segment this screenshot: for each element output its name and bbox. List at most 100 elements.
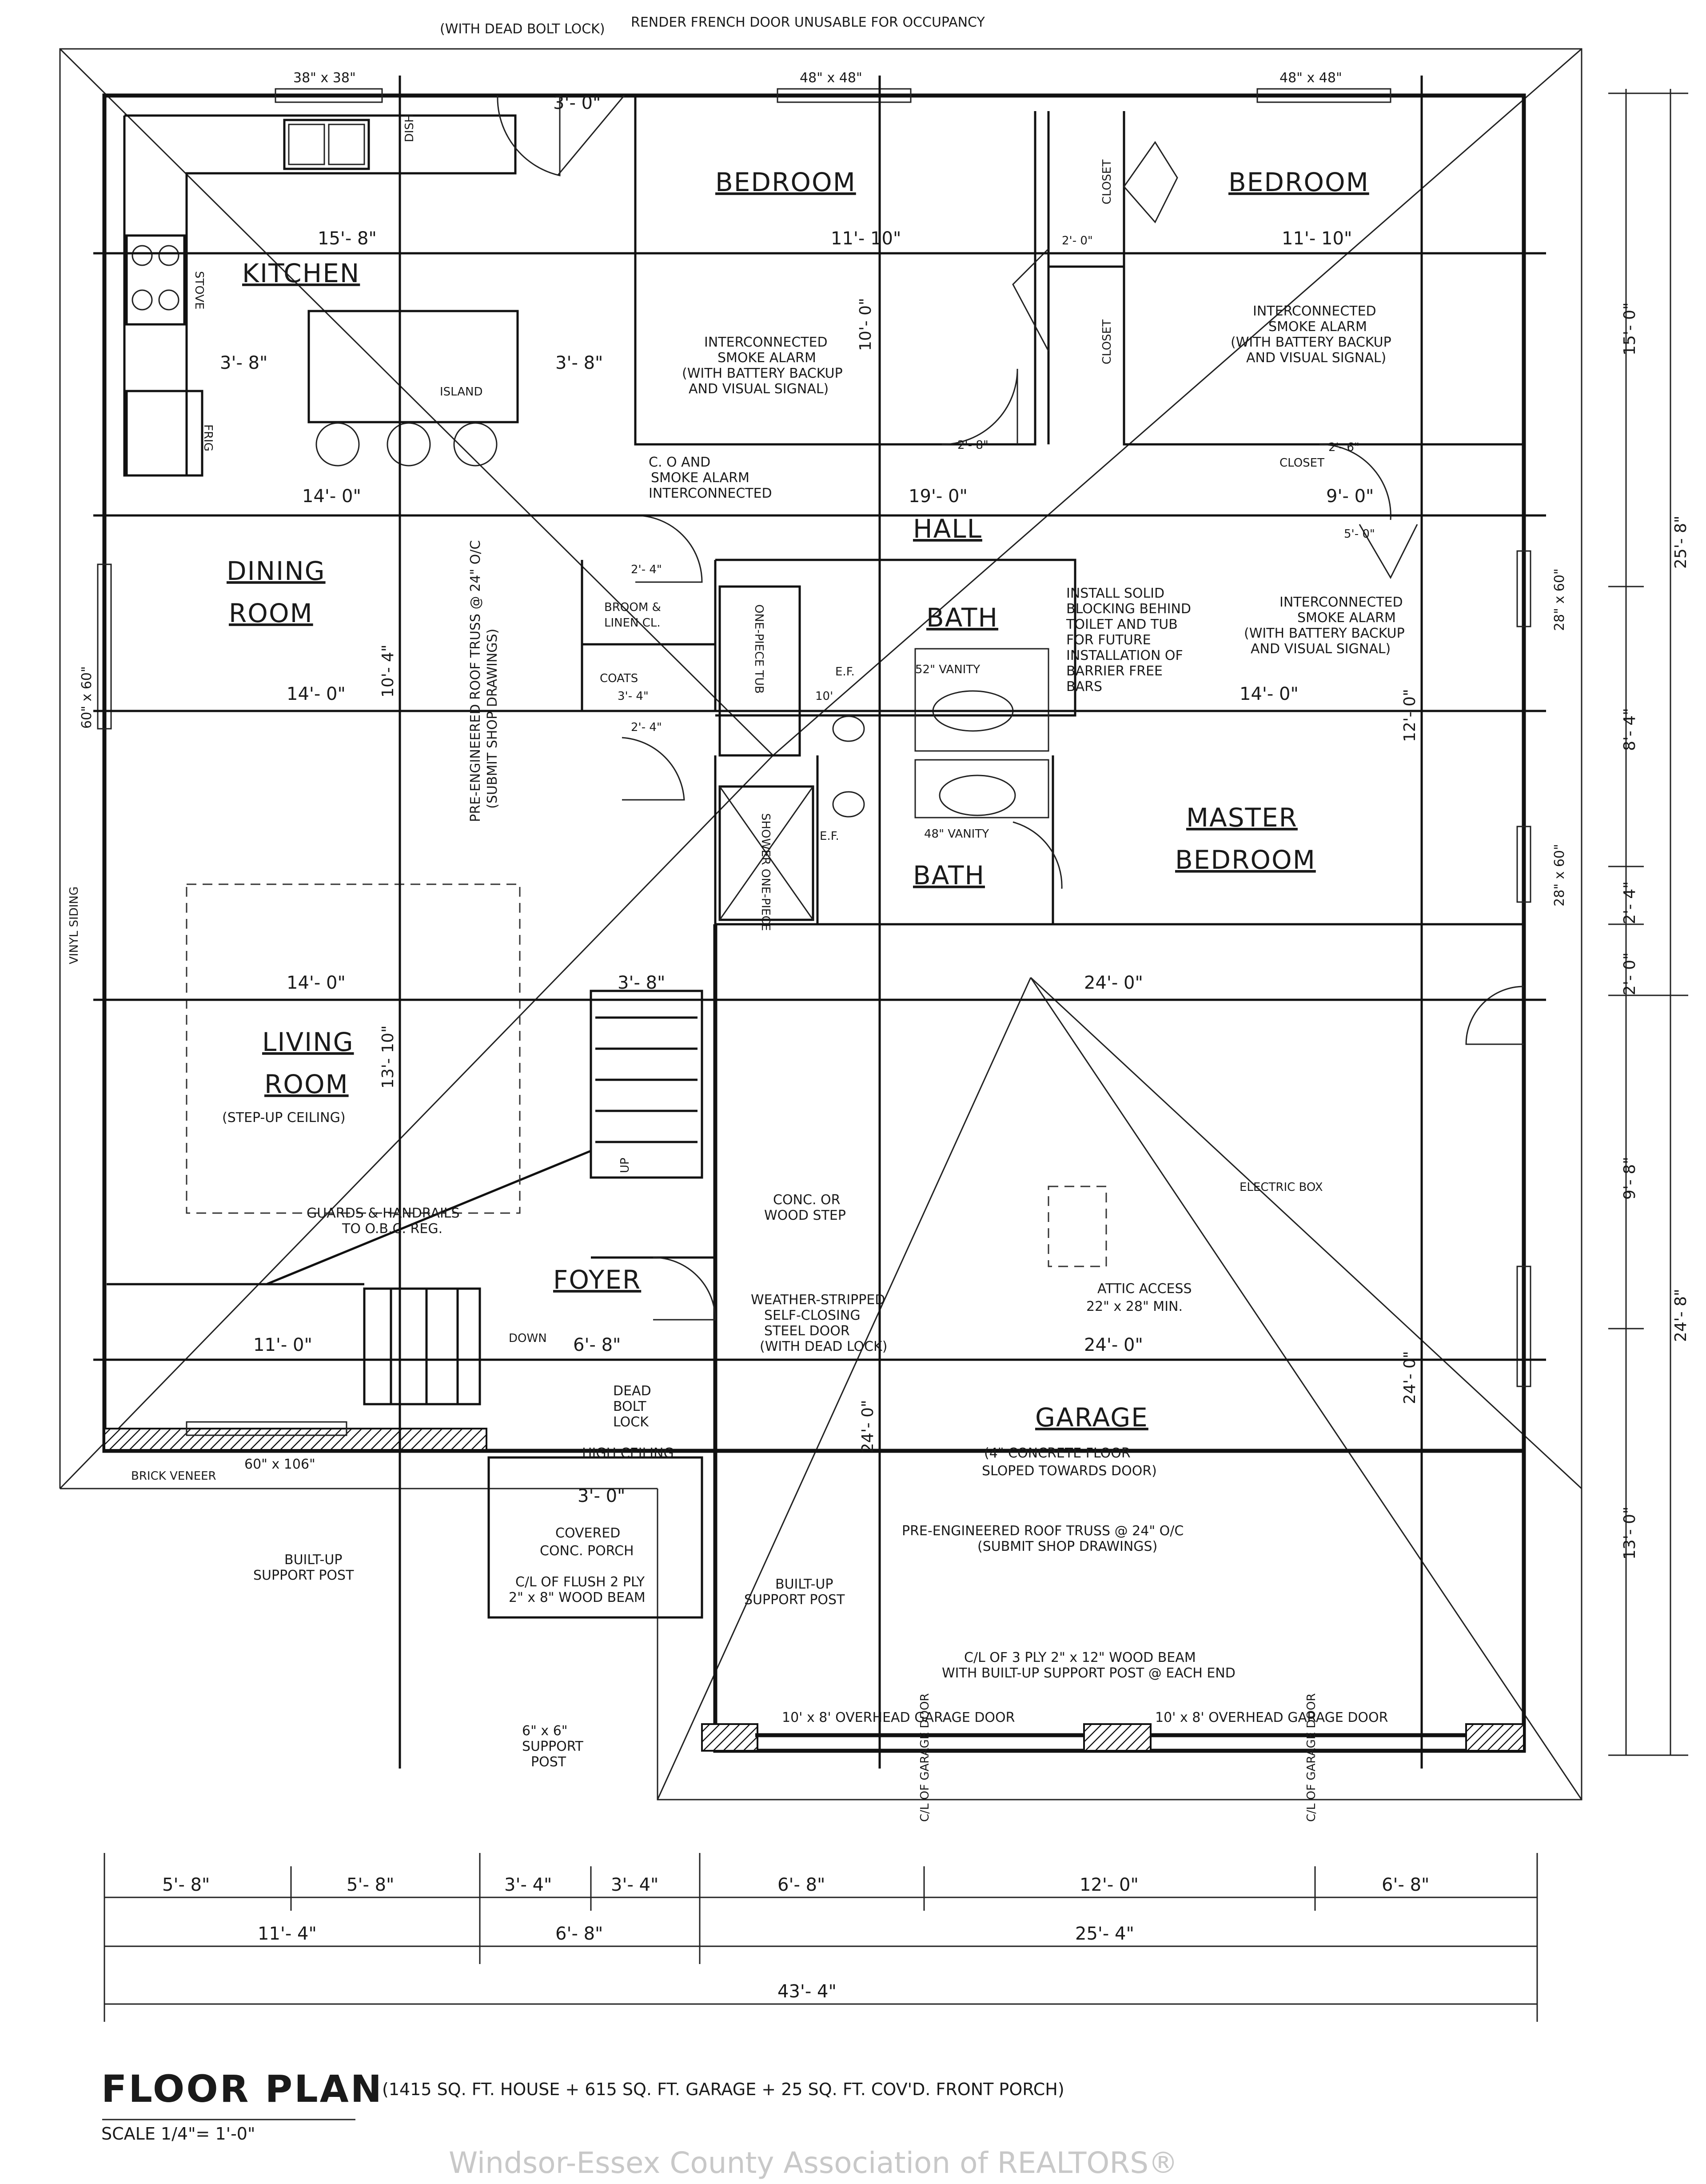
window-label-2: 48" x 48" xyxy=(800,70,862,86)
plan-scale: SCALE 1/4"= 1'-0" xyxy=(101,2124,255,2144)
living-subtitle: (STEP-UP CEILING) xyxy=(222,1110,346,1126)
dim-closet-2-6: 2'- 6" xyxy=(1328,441,1359,454)
room-foyer: FOYER xyxy=(553,1265,641,1295)
dim-right-5: 2'- 0" xyxy=(1621,952,1639,995)
smoke-alarm-note-3: INTERCONNECTED SMOKE ALARM (WITH BATTERY… xyxy=(1244,595,1409,657)
room-living-1: LIVING xyxy=(262,1027,354,1057)
annotation-notes: INTERCONNECTED SMOKE ALARM (WITH BATTERY… xyxy=(253,303,1409,1822)
dim-bottom-2-2: 6'- 8" xyxy=(555,1924,603,1944)
vinyl-siding-label: VINYL SIDING xyxy=(68,886,81,964)
dim-front-door: 3'- 0" xyxy=(553,93,601,113)
wood-beam-note: C/L OF 3 PLY 2" x 12" WOOD BEAM WITH BUI… xyxy=(942,1650,1236,1681)
window-label-3: 48" x 48" xyxy=(1280,70,1342,86)
coats-label: COATS xyxy=(600,672,638,685)
dim-foyer-width: 6'- 8" xyxy=(573,1335,621,1355)
room-living-2: ROOM xyxy=(264,1069,349,1099)
bath-fixtures xyxy=(718,585,1049,921)
smoke-alarm-note-2: INTERCONNECTED SMOKE ALARM (WITH BATTERY… xyxy=(1231,303,1395,366)
garage-sub-1: (4" CONCRETE FLOOR xyxy=(984,1445,1131,1461)
room-bedroom-2: BEDROOM xyxy=(1228,167,1369,197)
dim-right-2: 25'- 8" xyxy=(1672,515,1690,569)
dim-living-depth: 13'- 10" xyxy=(379,1025,397,1089)
dim-bottom-1-7: 6'- 8" xyxy=(1382,1875,1429,1895)
dim-garage-depth: 24'- 0" xyxy=(859,1400,877,1453)
room-master-1: MASTER xyxy=(1186,803,1298,833)
watermark: Windsor-Essex County Association of REAL… xyxy=(449,2146,1178,2180)
roof-overhang-outline xyxy=(59,48,1582,1801)
interior-dimensions: 15'- 8" 11'- 10" 11'- 10" 10'- 0" 3'- 8"… xyxy=(220,93,1419,1506)
deadbolt-note: DEAD BOLT LOCK xyxy=(613,1383,655,1430)
top-notes: (WITH DEAD BOLT LOCK) RENDER FRENCH DOOR… xyxy=(440,15,985,37)
room-dining-2: ROOM xyxy=(229,598,313,628)
tub-label: ONE-PIECE TUB xyxy=(752,604,765,694)
dim-bottom-1-5: 6'- 8" xyxy=(777,1875,825,1895)
support-post-note: 6" x 6" SUPPORT POST xyxy=(522,1723,587,1770)
high-ceiling-note: HIGH CEILING xyxy=(582,1445,674,1461)
dim-kitchen-3-8-b: 3'- 8" xyxy=(555,353,603,373)
room-master-2: BEDROOM xyxy=(1175,845,1316,875)
windows xyxy=(97,88,1531,1436)
dim-right-6: 9'- 8" xyxy=(1621,1157,1639,1200)
closet-label-2: CLOSET xyxy=(1100,319,1114,364)
dim-bottom-1-1: 5'- 8" xyxy=(162,1875,210,1895)
door-swings xyxy=(497,95,1524,1321)
overhead-door-note-2: 10' x 8' OVERHEAD GARAGE DOOR xyxy=(1155,1710,1388,1725)
right-dimension-labels: 15'- 0" 25'- 8" 8'- 4" 2'- 4" 2'- 0" 9'-… xyxy=(1621,302,1690,1560)
dim-dining-width: 14'- 0" xyxy=(302,486,361,507)
dim-right-8: 13'- 0" xyxy=(1621,1506,1639,1560)
room-labels: KITCHEN BEDROOM BEDROOM DINING ROOM HALL… xyxy=(222,167,1369,1559)
up-label: UP xyxy=(618,1158,632,1173)
dim-right-7: 24'- 8" xyxy=(1672,1289,1690,1342)
dim-right-3: 8'- 4" xyxy=(1621,708,1639,751)
closet-label-1: CLOSET xyxy=(1100,160,1114,204)
dim-bedroom-depth: 10'- 0" xyxy=(857,298,875,351)
guards-note: GUARDS & HANDRAILS TO O.B.C. REG. xyxy=(307,1206,464,1237)
dim-dining-depth: 10'- 4" xyxy=(379,644,397,698)
right-dimension-chain xyxy=(1608,89,1688,1756)
dim-closet-2-8: 2'- 8" xyxy=(957,439,989,452)
garage-door-centerline-2: C/L OF GARAGE DOOR xyxy=(1305,1693,1318,1822)
closet-label-3: CLOSET xyxy=(1280,456,1324,470)
blocking-note: INSTALL SOLID BLOCKING BEHIND TOILET AND… xyxy=(1066,586,1196,695)
dim-garage-width-2: 24'- 0" xyxy=(1084,1335,1143,1355)
dim-bedroom-1-width: 11'- 10" xyxy=(831,228,901,249)
room-garage: GARAGE xyxy=(1035,1402,1148,1433)
garage-sub-2: SLOPED TOWARDS DOOR) xyxy=(982,1463,1157,1479)
window-label-4: 28" x 60" xyxy=(1552,568,1567,631)
linen-label: LINEN CL. xyxy=(604,616,661,630)
dim-living-width: 14'- 0" xyxy=(287,973,346,993)
dim-bottom-total: 43'- 4" xyxy=(777,1981,837,2002)
porch-2: CONC. PORCH xyxy=(540,1543,634,1559)
vanity-label-2: 48" VANITY xyxy=(924,827,989,841)
room-bath-1: BATH xyxy=(926,603,998,633)
down-label: DOWN xyxy=(509,1332,547,1345)
dim-foyer-length: 11'- 0" xyxy=(253,1335,312,1355)
dim-closet-5-0: 5'- 0" xyxy=(1344,527,1375,541)
dim-kitchen-width: 15'- 8" xyxy=(318,228,377,249)
room-kitchen: KITCHEN xyxy=(242,258,360,288)
dish-label: DISH xyxy=(403,114,416,142)
door-note: (WITH DEAD BOLT LOCK) xyxy=(440,21,605,37)
house-truss-note: PRE-ENGINEERED ROOF TRUSS @ 24" O/C (SUB… xyxy=(468,536,500,822)
dim-bottom-2-3: 25'- 4" xyxy=(1075,1924,1134,1944)
window-labels: 38" x 38" 48" x 48" 48" x 48" 28" x 60" … xyxy=(79,70,1567,1472)
dim-coat-closet: 2'- 4" xyxy=(631,721,662,734)
title-block: FLOOR PLAN (1415 SQ. FT. HOUSE + 615 SQ.… xyxy=(101,2067,1178,2180)
dim-porch-width: 3'- 0" xyxy=(578,1486,625,1506)
dim-right-4: 2'- 4" xyxy=(1621,881,1639,924)
broom-label: BROOM & xyxy=(604,601,661,614)
dim-bottom-2-1: 11'- 4" xyxy=(258,1924,317,1944)
bottom-dimension-labels: 5'- 8" 5'- 8" 3'- 4" 3'- 4" 6'- 8" 12'- … xyxy=(162,1875,1429,2002)
dim-coats-width: 3'- 4" xyxy=(618,690,649,703)
built-up-post-note-1: BUILT-UP SUPPORT POST xyxy=(253,1552,354,1583)
smoke-alarm-note-1: INTERCONNECTED SMOKE ALARM (WITH BATTERY… xyxy=(682,335,847,397)
kitchen-fixtures xyxy=(123,114,519,477)
dim-bottom-1-4: 3'- 4" xyxy=(611,1875,658,1895)
ef-label-1: E.F. xyxy=(835,665,855,679)
electric-box-label: ELECTRIC BOX xyxy=(1240,1181,1323,1194)
dim-closet-width: 9'- 0" xyxy=(1326,486,1374,507)
porch-1: COVERED xyxy=(555,1525,620,1541)
dim-master-width: 14'- 0" xyxy=(1240,684,1299,704)
room-bath-2: BATH xyxy=(913,860,985,890)
